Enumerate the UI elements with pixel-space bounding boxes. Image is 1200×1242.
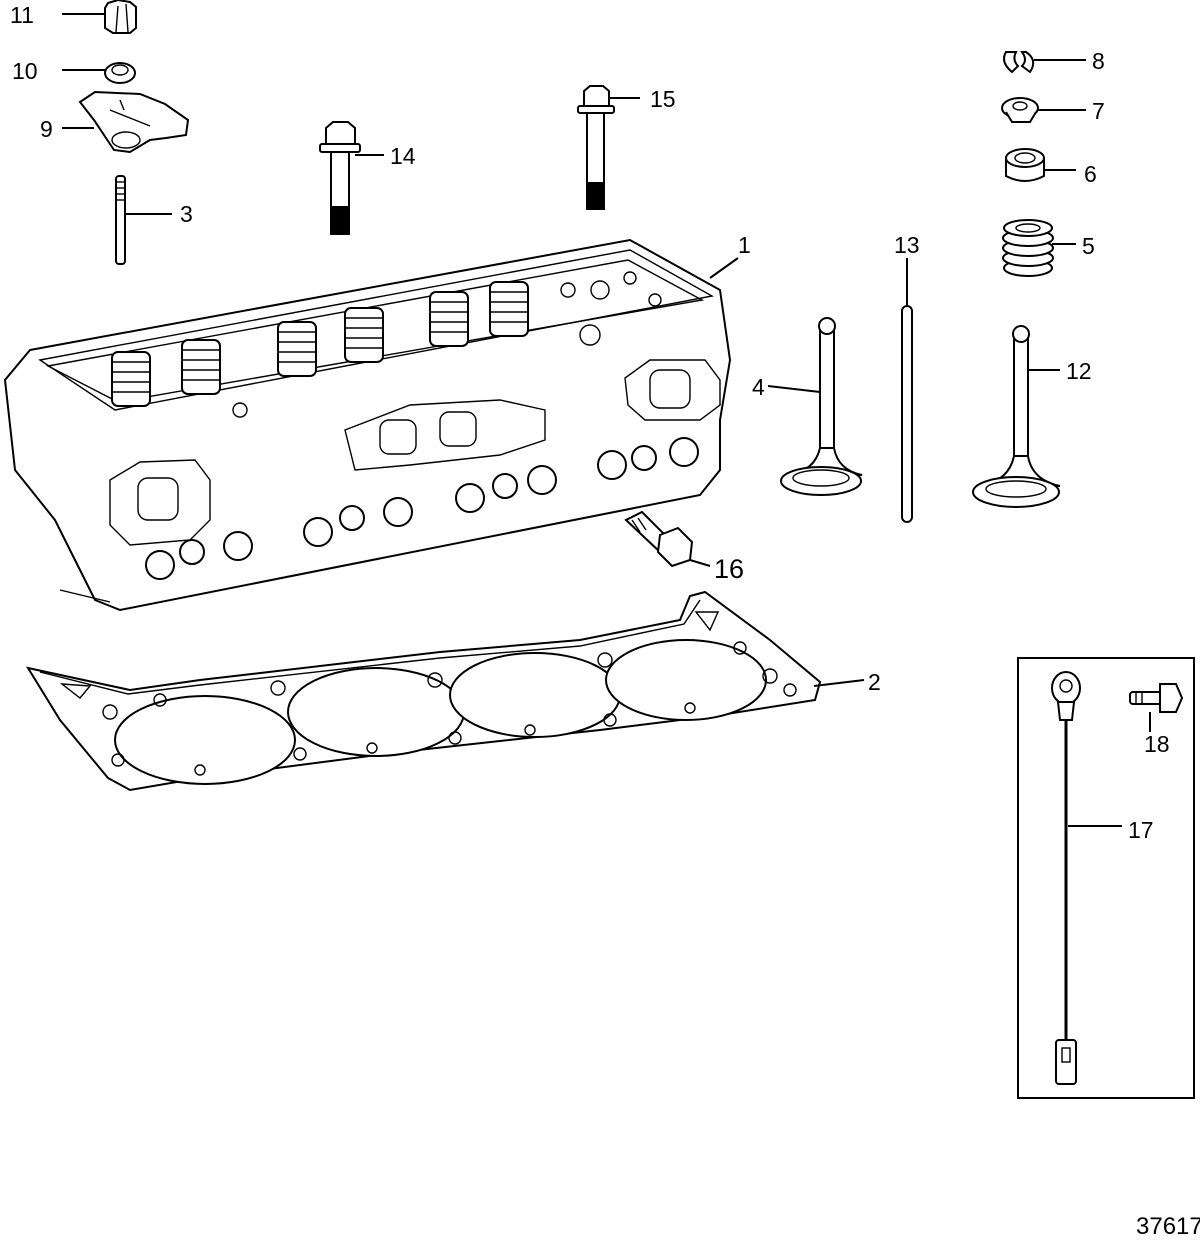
callout-7: 7	[1092, 98, 1105, 124]
part-6-seal	[1005, 148, 1045, 182]
callout-16: 16	[714, 554, 744, 584]
part-13-push-rod	[901, 305, 913, 523]
callout-17: 17	[1128, 817, 1154, 843]
callout-1: 1	[738, 232, 751, 258]
head-bosses	[145, 437, 699, 580]
part-11-cap-nut	[104, 0, 137, 34]
part-15-head-bolt	[577, 85, 615, 210]
part-16-bolt	[624, 510, 694, 568]
part-8-valve-keys	[1003, 51, 1035, 74]
part-17-knock-sensor	[1051, 671, 1081, 1085]
inset-box-knock-sensor	[1017, 657, 1195, 1099]
callout-10: 10	[12, 58, 38, 84]
callout-14: 14	[390, 143, 416, 169]
callout-18: 18	[1144, 731, 1170, 757]
callout-2: 2	[868, 669, 881, 695]
callout-5: 5	[1082, 233, 1095, 259]
part-12-valve	[972, 325, 1061, 508]
part-5-valve-spring	[1002, 219, 1054, 277]
callout-8: 8	[1092, 48, 1105, 74]
part-10-nut	[104, 62, 136, 84]
part-4-valve	[780, 317, 863, 496]
part-14-head-bolt	[319, 121, 361, 235]
callout-15: 15	[650, 86, 676, 112]
part-2-head-gasket	[25, 590, 822, 792]
figure-number: 37617	[1136, 1213, 1200, 1240]
head-valve-springs	[111, 281, 529, 407]
part-7-spring-retainer	[1001, 97, 1039, 123]
callout-11: 11	[10, 2, 34, 28]
callout-6: 6	[1084, 161, 1097, 187]
part-18-bolt	[1129, 683, 1184, 713]
callout-3: 3	[180, 201, 193, 227]
callout-13: 13	[894, 232, 920, 258]
part-9-rocker-arm	[78, 90, 190, 154]
gasket-holes	[102, 641, 797, 776]
callout-9: 9	[40, 116, 53, 142]
part-1-cylinder-head	[3, 238, 732, 612]
callout-12: 12	[1066, 358, 1092, 384]
callout-4: 4	[752, 374, 765, 400]
part-3-stud	[115, 175, 126, 265]
